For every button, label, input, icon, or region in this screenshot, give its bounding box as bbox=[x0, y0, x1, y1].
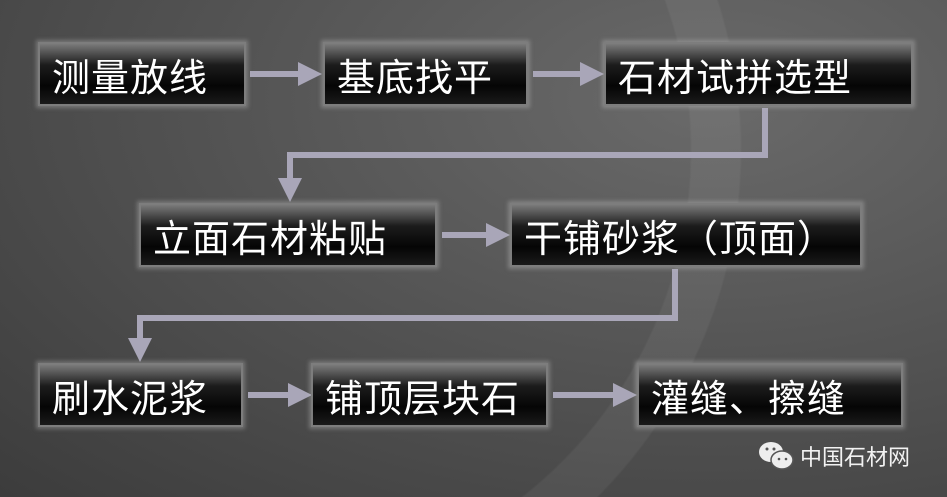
step-stone-trial-fit: 石材试拼选型 bbox=[604, 42, 913, 106]
step-top-stone-laying: 铺顶层块石 bbox=[311, 363, 548, 427]
step-measure-layout: 测量放线 bbox=[38, 42, 246, 106]
watermark-text: 中国石材网 bbox=[800, 446, 911, 471]
step-cement-slurry: 刷水泥浆 bbox=[38, 363, 243, 427]
step-dry-mortar-top: 干铺砂浆（顶面） bbox=[510, 203, 862, 267]
watermark: 中国石材网 bbox=[758, 440, 910, 472]
wechat-icon bbox=[759, 442, 794, 470]
arrow-5-6 bbox=[128, 269, 678, 362]
step-grouting-wiping: 灌缝、擦缝 bbox=[637, 363, 903, 427]
arrow-3-4 bbox=[278, 108, 768, 202]
step-facade-stone-bonding: 立面石材粘贴 bbox=[139, 203, 437, 267]
step-base-leveling: 基底找平 bbox=[323, 42, 528, 106]
